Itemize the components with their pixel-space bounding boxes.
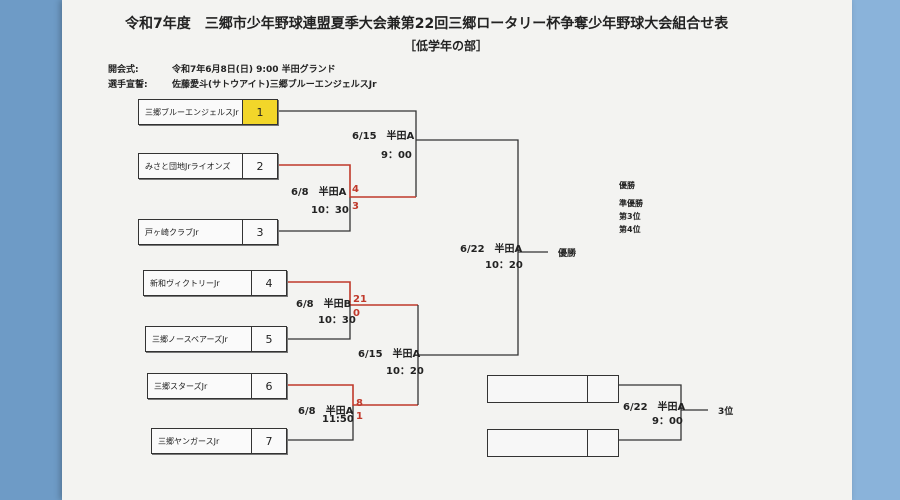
team-box-5: 三郷ノースベアーズJr 5 [145, 326, 287, 352]
slot-name [488, 376, 588, 402]
team-name: 戸ヶ崎クラブJr [139, 220, 243, 244]
team-box-1: 三郷ブルーエンジェルスJr 1 [138, 99, 278, 125]
legend-champion: 優勝 [619, 181, 635, 190]
team-name: 三郷スターズJr [148, 374, 252, 398]
page-title: 令和7年度 三郷市少年野球連盟夏季大会兼第22回三郷ロータリー杯争奪少年野球大会… [125, 16, 729, 32]
team-seed: 3 [256, 225, 264, 239]
legend-fourth: 第4位 [619, 225, 641, 234]
team-name: 新和ヴィクトリーJr [144, 271, 252, 295]
team-seed: 5 [265, 332, 273, 346]
match-m1-time: 10：30 [311, 205, 349, 216]
match-final-date: 6/22 半田A [460, 244, 523, 255]
team-box-2: みさと団地Jrライオンズ 2 [138, 153, 278, 179]
match-final-result: 優勝 [558, 249, 577, 259]
team-box-6: 三郷スターズJr 6 [147, 373, 287, 399]
team-name: 三郷ノースベアーズJr [146, 327, 252, 351]
match-sf2-time: 10：20 [386, 366, 424, 377]
match-m2-score-bottom: 0 [353, 308, 360, 319]
oath-label: 選手宣誓: [108, 80, 148, 90]
ceremony-value: 令和7年6月8日(日) 9:00 半田グランド [172, 65, 336, 75]
third-place-slot-top [487, 375, 619, 403]
slot-seed [588, 376, 618, 402]
match-sf1-time: 9：00 [381, 150, 412, 161]
background-left [0, 0, 62, 500]
match-m2-time: 10：30 [318, 315, 356, 326]
team-seed: 7 [265, 434, 273, 448]
team-seed: 6 [265, 379, 273, 393]
legend-third: 第3位 [619, 212, 641, 221]
match-m1-score-top: 4 [352, 184, 359, 195]
team-name: 三郷ヤンガースJr [152, 429, 252, 453]
team-seed: 2 [256, 159, 264, 173]
background-right [852, 0, 900, 500]
match-m3-score-top: 8 [356, 398, 363, 409]
match-sf1-date: 6/15 半田A [352, 131, 415, 142]
ceremony-label: 開会式: [108, 65, 139, 75]
team-seed: 1 [243, 100, 277, 124]
match-m1-score-bottom: 3 [352, 201, 359, 212]
slot-seed [588, 430, 618, 456]
team-box-4: 新和ヴィクトリーJr 4 [143, 270, 287, 296]
team-box-3: 戸ヶ崎クラブJr 3 [138, 219, 278, 245]
legend-runner-up: 準優勝 [619, 199, 643, 208]
oath-value: 佐藤愛斗(サトウアイト)三郷ブルーエンジェルスJr [172, 80, 377, 90]
division-title: ［低学年の部］ [404, 39, 489, 53]
bracket-paper [62, 0, 852, 500]
team-name: 三郷ブルーエンジェルスJr [139, 100, 243, 124]
match-m3-time: 11:50 [322, 414, 354, 425]
match-third-result: 3位 [718, 407, 734, 417]
match-sf2-date: 6/15 半田A [358, 349, 421, 360]
match-m1-date: 6/8 半田A [291, 187, 347, 198]
match-m2-date: 6/8 半田B [296, 299, 352, 310]
team-box-7: 三郷ヤンガースJr 7 [151, 428, 287, 454]
third-place-slot-bottom [487, 429, 619, 457]
match-final-time: 10：20 [485, 260, 523, 271]
match-m3-score-bottom: 1 [356, 411, 363, 422]
match-m2-score-top: 21 [353, 294, 367, 305]
match-m3-date: 6/8 半田A [298, 406, 354, 417]
team-name: みさと団地Jrライオンズ [139, 154, 243, 178]
match-third-time: 9：00 [652, 416, 683, 427]
team-seed: 4 [265, 276, 273, 290]
slot-name [488, 430, 588, 456]
match-third-date: 6/22 半田A [623, 402, 686, 413]
